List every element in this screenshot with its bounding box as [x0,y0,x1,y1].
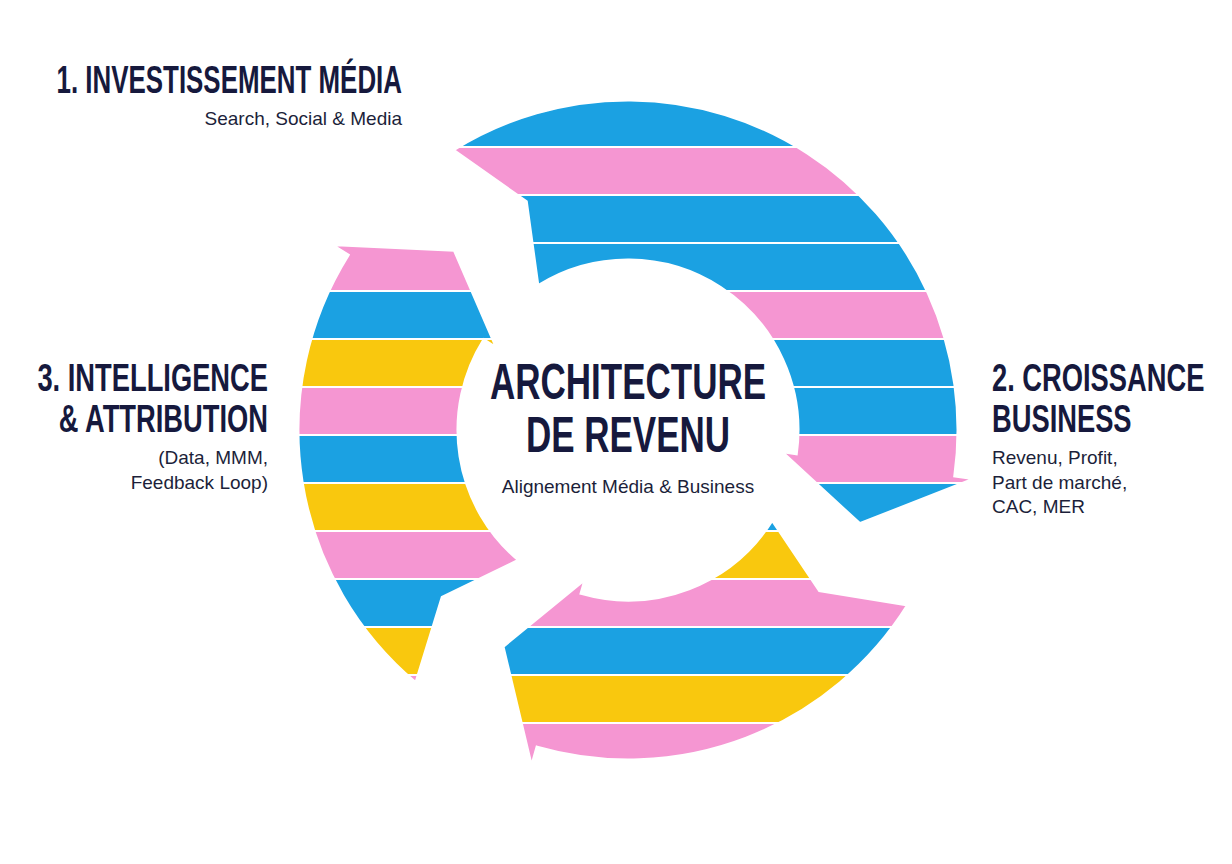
hub-title: ARCHITECTURE DE REVENU [481,356,775,461]
stage-heading: 1. INVESTISSEMENT MÉDIA [30,60,402,101]
stage-block: 1. INVESTISSEMENT MÉDIA Search, Social & … [30,60,402,132]
stage-heading: 3. INTELLIGENCE & ATTRIBUTION [27,358,269,440]
stage-metrics: Search, Social & Media [30,107,402,132]
stage-metrics: Revenu, Profit, Part de marché, CAC, MER [992,446,1142,520]
stage-metrics: (Data, MMM, Feedback Loop) [100,446,268,495]
hub-subtitle: Alignement Média & Business [468,475,788,500]
hub-circle: ARCHITECTURE DE REVENU Alignement Média &… [428,356,828,500]
cycle-arrow [503,520,908,766]
cycle-arrow [298,245,519,683]
stage-heading: 2. CROISSANCE BUSINESS [992,358,1213,440]
stage-block: 2. CROISSANCE BUSINESSRevenu, Profit, Pa… [992,358,1217,520]
stage-block: 3. INTELLIGENCE & ATTRIBUTION (Data, MMM,… [18,358,268,495]
cycle-arrow [453,100,975,524]
